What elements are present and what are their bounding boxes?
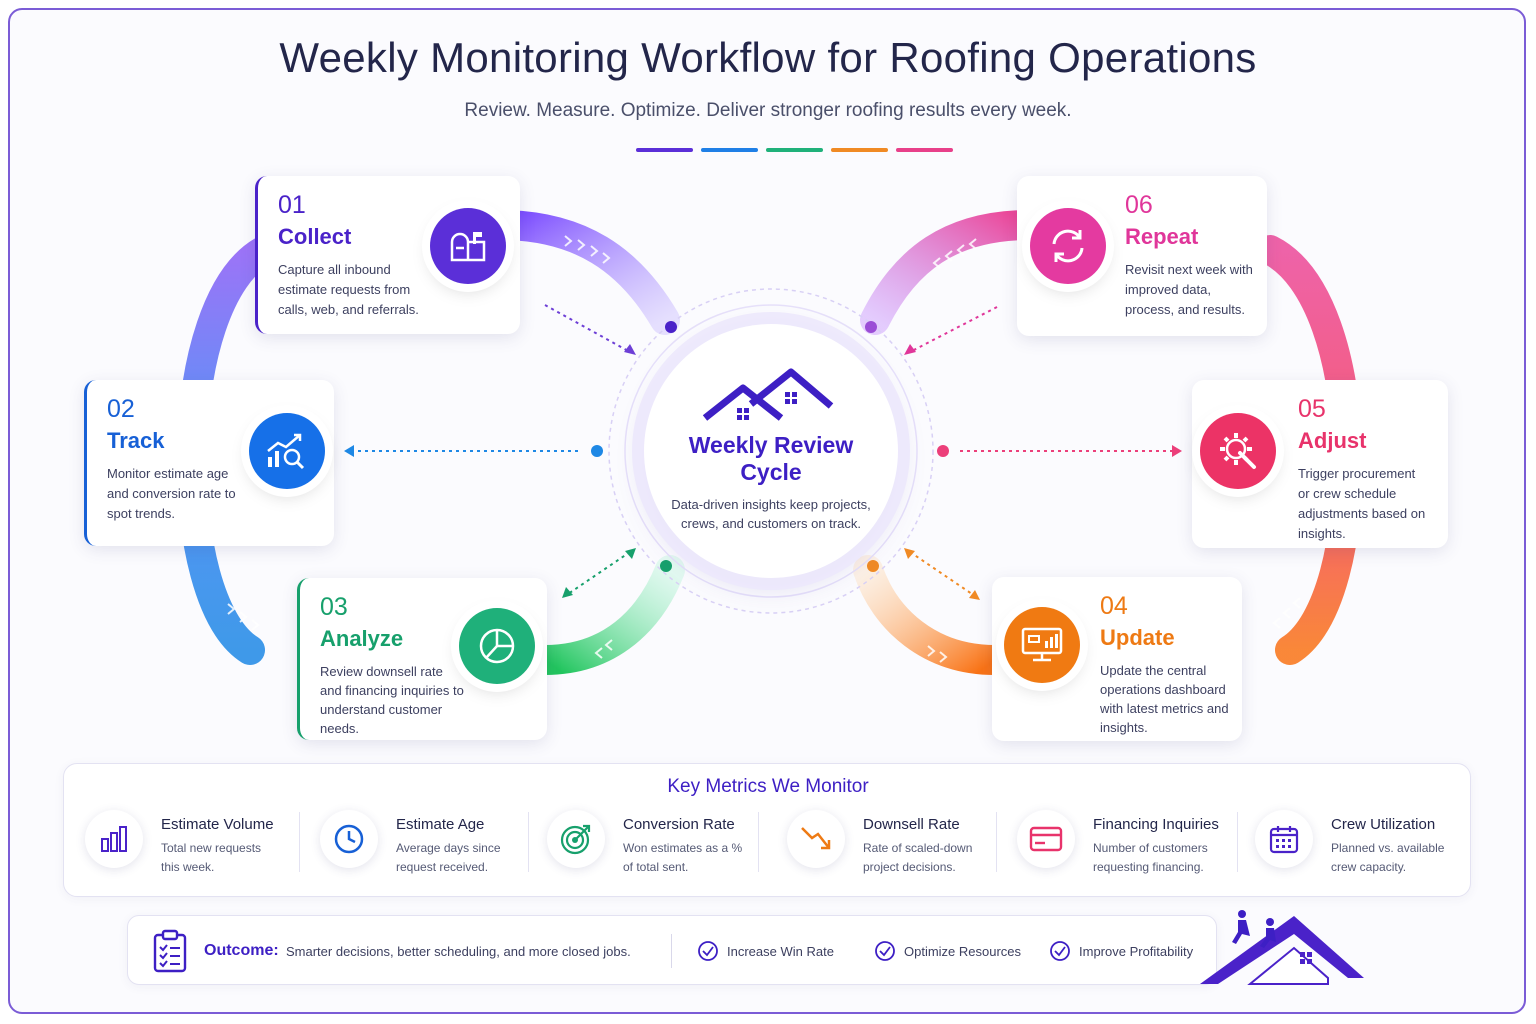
center-review-cycle: Weekly Review Cycle Data-driven insights… xyxy=(644,324,898,578)
trend-down-icon xyxy=(787,810,845,868)
ribbon-bottom-left xyxy=(530,555,685,675)
metrics-title: Key Metrics We Monitor xyxy=(667,776,869,797)
step-description: Review downsell rate and financing inqui… xyxy=(320,664,464,736)
page-title: Weekly Monitoring Workflow for Roofing O… xyxy=(279,34,1257,81)
swatch xyxy=(831,148,888,152)
arrow-heads xyxy=(344,344,1182,600)
metric-description: Number of customers requesting financing… xyxy=(1093,841,1208,874)
step-description: Update the central operations dashboard … xyxy=(1100,663,1229,735)
step-number: 03 xyxy=(320,593,348,621)
bar-chart-icon xyxy=(85,810,143,868)
metric-divider xyxy=(299,812,300,872)
key-metrics-panel xyxy=(63,763,1471,897)
pie-chart-icon xyxy=(459,608,535,684)
metric-name: Estimate Volume xyxy=(161,816,274,833)
step-name: Track xyxy=(107,428,165,453)
step-name: Analyze xyxy=(320,626,404,651)
arrow-repeat xyxy=(909,306,998,353)
arrow-analyze xyxy=(567,551,631,595)
metric-description: Total new requests this week. xyxy=(161,841,262,874)
metric-name: Conversion Rate xyxy=(623,816,735,833)
roof-house-icon xyxy=(702,368,834,421)
calendar-icon xyxy=(1255,810,1313,868)
step-number: 01 xyxy=(278,191,306,219)
connector-dot xyxy=(660,560,672,572)
step-number: 04 xyxy=(1100,592,1128,620)
metric-divider xyxy=(758,812,759,872)
ribbon-top-right xyxy=(860,210,1045,335)
roofer-house-illustration xyxy=(1200,910,1364,985)
step-description: Trigger procurement or crew schedule adj… xyxy=(1298,466,1426,541)
metric-divider xyxy=(1237,812,1238,872)
metric-name: Financing Inquiries xyxy=(1093,816,1219,833)
benefit-label: Increase Win Rate xyxy=(727,943,834,959)
step-name: Adjust xyxy=(1298,428,1367,453)
metric-name: Estimate Age xyxy=(396,816,485,833)
target-icon xyxy=(547,810,605,868)
metric-description: Rate of scaled-down project decisions. xyxy=(863,841,973,874)
connector-dot xyxy=(937,445,949,457)
check-circle-icon xyxy=(875,941,895,961)
step-name: Collect xyxy=(278,224,352,249)
step-card-update: 04 Update Update the central operations … xyxy=(992,577,1242,741)
metric-description: Won estimates as a % of total sent. xyxy=(623,841,743,874)
benefit-item: Increase Win Rate xyxy=(697,940,834,962)
connector-dot xyxy=(591,445,603,457)
outcome-bar: Outcome: Smarter decisions, better sched… xyxy=(127,915,1217,985)
swatch xyxy=(636,148,693,152)
center-description: Data-driven insights keep projects, crew… xyxy=(671,497,871,531)
dashboard-monitor-icon xyxy=(1004,607,1080,683)
metric-name: Crew Utilization xyxy=(1331,816,1436,833)
check-circle-icon xyxy=(1050,941,1070,961)
step-number: 05 xyxy=(1298,395,1326,423)
mailbox-icon xyxy=(430,208,506,284)
step-number: 02 xyxy=(107,395,135,423)
check-circle-icon xyxy=(698,941,718,961)
step-number: 06 xyxy=(1125,191,1153,219)
refresh-icon xyxy=(1030,208,1106,284)
outcome-label: Outcome: xyxy=(204,942,279,959)
swatch xyxy=(766,148,823,152)
step-description: Monitor estimate age and conversion rate… xyxy=(107,466,236,521)
clipboard-checklist-icon xyxy=(153,929,187,973)
outcome-divider xyxy=(671,934,672,968)
metric-description: Average days since request received. xyxy=(396,841,501,874)
step-description: Revisit next week with improved data, pr… xyxy=(1125,262,1253,317)
metric-description: Planned vs. available crew capacity. xyxy=(1331,841,1445,874)
step-name: Update xyxy=(1100,625,1175,650)
credit-card-icon xyxy=(1017,810,1075,868)
step-name: Repeat xyxy=(1125,224,1199,249)
center-ring xyxy=(608,288,934,614)
color-swatches xyxy=(636,148,953,152)
connector-dot xyxy=(665,321,677,333)
benefit-item: Optimize Resources xyxy=(874,940,1021,962)
step-description: Capture all inbound estimate requests fr… xyxy=(278,262,419,317)
chart-search-icon xyxy=(249,413,325,489)
benefit-item: Improve Profitability xyxy=(1049,940,1193,962)
clock-icon xyxy=(320,810,378,868)
page-subtitle: Review. Measure. Optimize. Deliver stron… xyxy=(464,100,1072,121)
swatch xyxy=(701,148,758,152)
metric-divider xyxy=(996,812,997,872)
metric-name: Downsell Rate xyxy=(863,816,960,833)
arrow-collect xyxy=(544,304,631,353)
center-title: Weekly Review Cycle xyxy=(688,432,854,485)
swatch xyxy=(896,148,953,152)
ribbon-bottom-right xyxy=(853,555,1010,675)
ribbon-top-left xyxy=(485,210,680,335)
benefit-label: Improve Profitability xyxy=(1079,943,1194,959)
center-ring-inner xyxy=(624,304,918,598)
outcome-text: Smarter decisions, better scheduling, an… xyxy=(286,944,631,959)
connector-dot xyxy=(867,560,879,572)
benefit-label: Optimize Resources xyxy=(904,943,1022,959)
arrow-update xyxy=(909,551,976,597)
gear-wrench-icon xyxy=(1200,413,1276,489)
connector-dot xyxy=(865,321,877,333)
metric-divider xyxy=(528,812,529,872)
